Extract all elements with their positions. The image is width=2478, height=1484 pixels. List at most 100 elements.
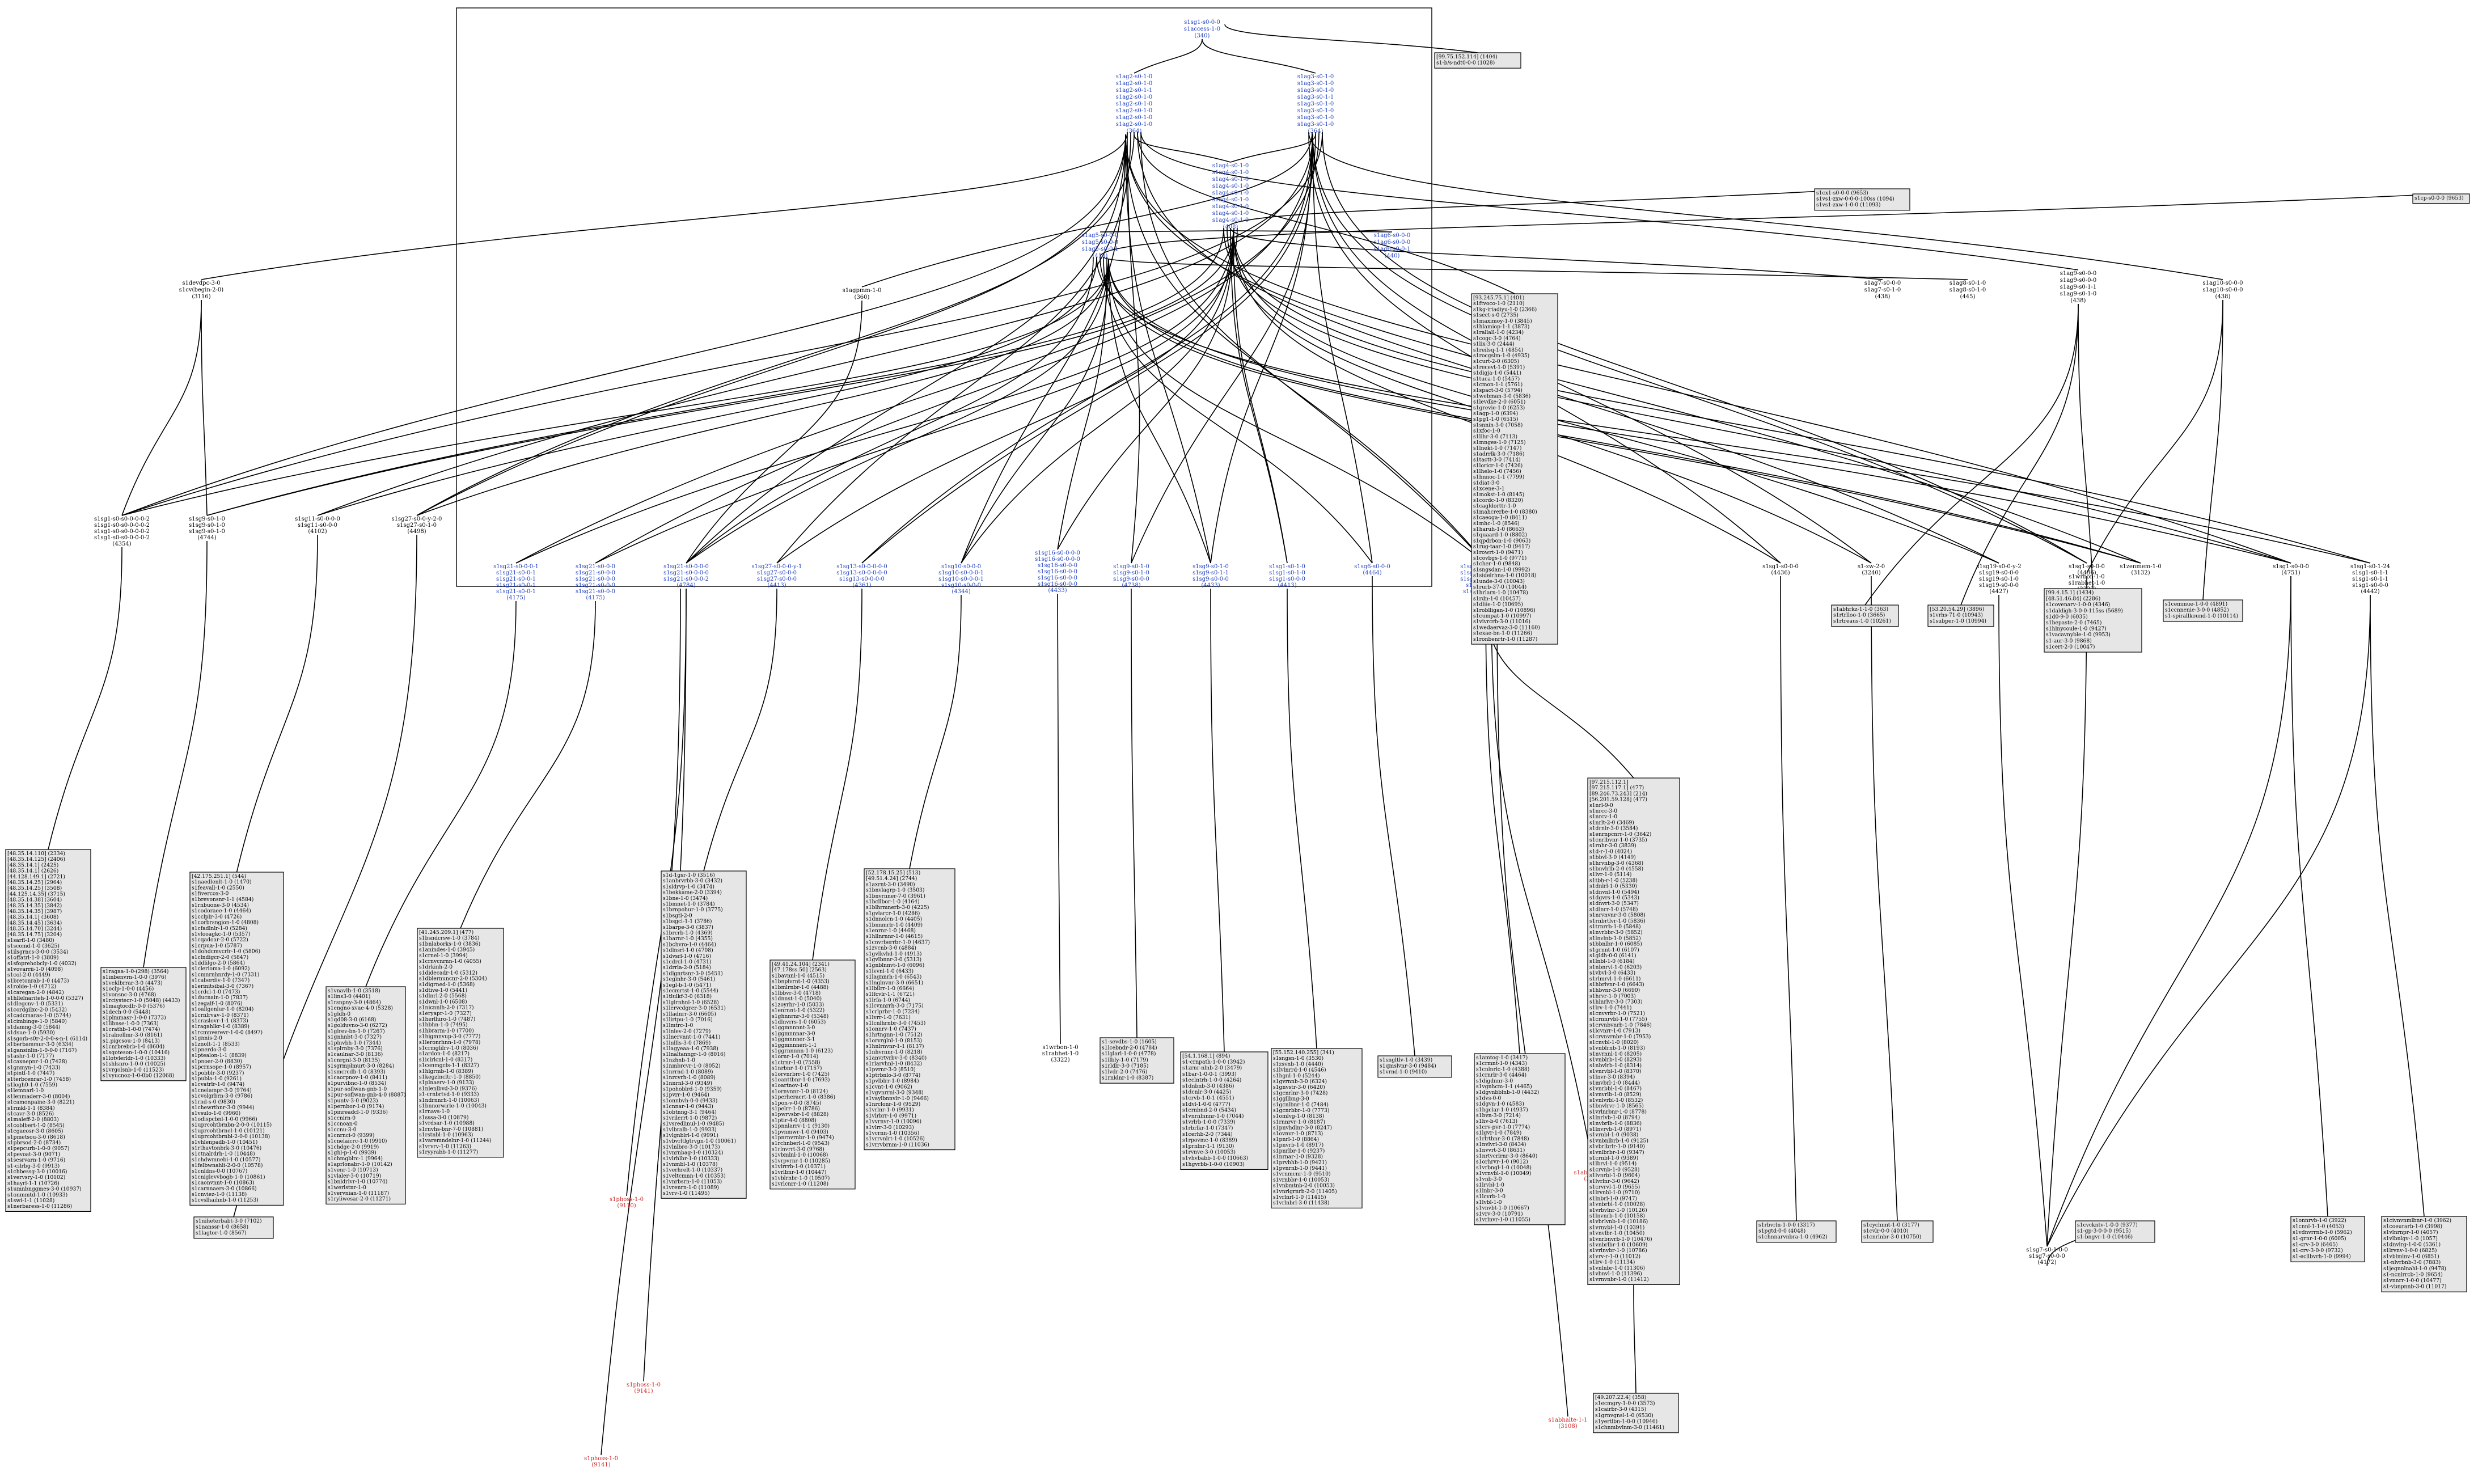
box-b10: s1-sevdbs-1-0 (1605)s1lcebndr-2-0 (4784)… (1100, 1037, 1174, 1084)
box-b7-line: s1nrrnd-1-0 (8089) (663, 1069, 713, 1075)
box-b15-line: s1grnnt-1-0 (6107) (1589, 947, 1639, 953)
box-b14-line: s1hgclar-1-0 (4937) (1476, 1107, 1528, 1113)
graph-edge (2046, 576, 2291, 1247)
node-s1ag10-line: (438) (2215, 294, 2231, 300)
node-row-4-line: s1sg21-s0-0-1 (496, 570, 536, 576)
node-s1ag2-line: s1ag2-s0-1-0 (1116, 94, 1153, 100)
box-b15-line: s1lbrvl-1-0 (9514) (1589, 1161, 1637, 1167)
node-row-18-line: (3132) (2131, 570, 2150, 576)
node-s1ag3: s1ag3-s0-1-0s1ag3-s0-1-0s1ag3-s0-1-0s1ag… (1297, 74, 1334, 134)
node-s1ag2-line: s1ag2-s0-1-0 (1116, 108, 1153, 114)
box-b14-line: s1vrv-3-0 (10791) (1476, 1211, 1523, 1217)
node-red-2: s1phoss-1-0(9141) (584, 1456, 618, 1468)
box-b15-line: s1lvnrbl-1-0 (9604) (1589, 1173, 1640, 1179)
node-red-1: s1phoss-1-0(9141) (627, 1382, 661, 1394)
box-b12-line: s1gcnlbnr-1-0 (7484) (1273, 1102, 1329, 1108)
box-b6-line: s1hbrarm-1-0 (7700) (419, 1028, 474, 1034)
box-lg1-line: s1adrrlk-3-0 (7186) (1473, 451, 1524, 457)
box-big1-line: s1swi-1-1 (11028) (7, 1198, 54, 1204)
graph-edge (1134, 134, 1231, 163)
box-b15-line: s1lvrlnr-3-0 (9642) (1589, 1178, 1639, 1185)
box-b6-line: s1bnnorwirle-1-0 (10043) (419, 1103, 487, 1109)
box-b14-line: s1lvbl-1-0 (1476, 1199, 1502, 1206)
box-b7-line: s1vsredlinul-1-0 (9485) (663, 1121, 724, 1127)
box-lg1-line: s1snnin-3-0 (7058) (1473, 422, 1523, 428)
box-b9-line: s1pvrnr-3-0 (8510) (866, 1067, 916, 1073)
box-s4: s1cemmue-1-0-0 (4891)s1ccnnenie-3-0-0 (4… (2163, 599, 2243, 622)
box-b14-line: s1vrlnvr-1-0 (11055) (1476, 1217, 1530, 1223)
box-b8-line: s1bavnnl-1-0 (4515) (772, 973, 824, 979)
box-top: [99.75.152.114] (1404)s1-b/s-ndt0-0-0 (1… (1434, 52, 1521, 69)
node-root-line: s1sg1-s0-0-0 (1184, 19, 1220, 26)
node-row-1-line: s1sg9-s0-1-0 (189, 522, 225, 529)
graph-edge (1127, 132, 1140, 564)
graph-edge (1223, 227, 2291, 564)
node-row-4-line: s1sg21-s0-0-1 (496, 576, 536, 582)
box-b9-line: s1lrfa-1-0 (6744) (866, 997, 910, 1003)
box-b7-line: s1vlgnblrl-1-0 (9991) (663, 1132, 718, 1139)
box-s3-line: s1bepaste-2-0 (7465) (2046, 620, 2101, 626)
node-s1agpmm: s1agpmm-1-0(360) (843, 288, 882, 301)
box-b14-line: s1vnvbt-1-0 (10667) (1476, 1205, 1529, 1211)
box-b7-line: s1lnlev-2-0 (7279) (663, 1028, 711, 1034)
box-r3: s1rbvrln-1-0-0 (3317)s1pgtd-0-0 (4048)s1… (1756, 1220, 1837, 1243)
box-s3-line: s1-aur-3-0 (9868) (2046, 638, 2092, 644)
box-r1-line: s1vs1-zxw-1-0-0 (11093) (1816, 202, 1880, 208)
box-r1: s1cx1-s0-0-0 (9653)s1vs1-zxw-0-0-0-100ss… (1814, 188, 1910, 211)
graph-edge (1100, 193, 2442, 257)
box-lg1-line: s1pg1-1-0 (6515) (1473, 416, 1519, 422)
node-row-19-line: s1sg19-s0-1-0 (1979, 576, 2019, 582)
node-row-5-line: s1sg21-s0-0-0 (576, 576, 615, 582)
box-b2-line: s1ragaa-1-0-(298) (3564) (103, 969, 168, 975)
box-lg1-line: s1mahcrerbe-1-0 (8380) (1473, 509, 1537, 515)
graph-edge (1108, 259, 2141, 564)
box-b6-line: [41.245.209.1] (477) (419, 929, 473, 936)
node-s1ag6-line: (440) (1385, 253, 1400, 259)
box-b3-line: s1pnoer-2-0 (8830) (192, 1058, 242, 1064)
box-big1-line: s1vovarrii-1-0 (4098) (7, 966, 63, 973)
box-b9-line: s1lcnlhrnbr-3-0 (7453) (866, 1020, 925, 1026)
box-b8-line: s1pelrr-1-0 (8786) (772, 1106, 820, 1112)
box-big1-line: [48.35.14.45] (3634) (7, 920, 62, 926)
box-big1-line: [48.35.14.38] (3604) (7, 897, 62, 903)
box-b15-line: s1vbnvl-1-0 (11396) (1589, 1271, 1642, 1277)
box-b4-line: s1vnavlb-1-0 (3518) (328, 988, 380, 994)
graph-edge (861, 132, 1316, 564)
box-b10-line: s1rnldnr-1-0 (8387) (1102, 1075, 1153, 1081)
box-b14-line: s1amtog-1-0 (3417) (1476, 1055, 1528, 1061)
box-big1-line: s1hllelnariteh-1-0-0-0 (5327) (7, 995, 83, 1001)
box-b8-line: s1vlrrrb-1-0 (10371) (772, 1164, 826, 1170)
node-row-14: s1sg6-s0-0-0(4464) (1354, 564, 1390, 576)
box-b9-line: [52.178.15.25] (513) (866, 870, 920, 876)
box-lg1-frame (1471, 293, 1558, 645)
box-b4-frame (325, 986, 406, 1204)
box-b10-line: s1llbly-1-0 (7179) (1102, 1057, 1148, 1063)
node-row-11: s1sg9-s0-1-0s1sg9-s0-1-0s1sg9-s0-0-0(473… (1113, 564, 1149, 589)
box-b3-line: s1znolt-1-1 (8533) (192, 1041, 240, 1047)
box-b8: [49.41.24.104] (2341)[47.178ss.50] (2563… (769, 959, 856, 1190)
node-s1ag7-line: s1ag7-s0-1-0 (1864, 287, 1901, 293)
box-b3-line: s1cnelampr-3-0 (9764) (192, 1087, 252, 1093)
node-row-19-line: s1sg19-s0-0-0 (1979, 570, 2019, 576)
box-b14: s1amtog-1-0 (3417)s1crmnt-1-0 (4343)s1cn… (1474, 1053, 1566, 1225)
graph-edge (961, 134, 1126, 564)
box-b3-line: s1cvslhaihnb-1-0 (11253) (192, 1197, 259, 1203)
box-b11-line: s1dvl-1-0-0 (4777) (1182, 1101, 1230, 1107)
box-s3-line: s1cert-2-0 (10047) (2046, 644, 2095, 650)
box-big1-line: s1nerbaress-1-0 (11286) (7, 1203, 72, 1210)
box-b8-line: s1vbmlnl-1-0 (10068) (772, 1152, 828, 1159)
box-b15-line: s1crvrvl-1-0 (9655) (1589, 1184, 1640, 1190)
box-s3-line: [48.51.46.84] (2286) (2046, 596, 2100, 602)
node-row-22-line: s1sg1-s0-1-24 (2350, 564, 2390, 570)
box-b12-line: s1gcnrbbr-1-0 (7773) (1273, 1107, 1329, 1114)
box-b16-frame (1593, 1393, 1679, 1434)
box-r2-frame (2412, 193, 2470, 204)
box-b12-line: s1ovnvr-1-0 (8713) (1273, 1131, 1323, 1137)
box-s3-line: s1daldigh-3-0-0-115ss (5689) (2046, 608, 2123, 614)
box-b8-line: s1vrpvrnr-1-0 (10285) (772, 1158, 830, 1164)
box-s2-line: s1vrhs-71-0 (10943) (1930, 612, 1983, 619)
box-b14-line: s1crnrlr-3-0 (4464) (1476, 1072, 1526, 1079)
box-b3-line: s1craslovr-1-1 (8373) (192, 1018, 248, 1024)
box-big1-line: s1pbrsod-2-0 (8734) (7, 1140, 61, 1146)
box-b11-line: s1bar-1-0-0-1 (3993) (1182, 1071, 1237, 1077)
